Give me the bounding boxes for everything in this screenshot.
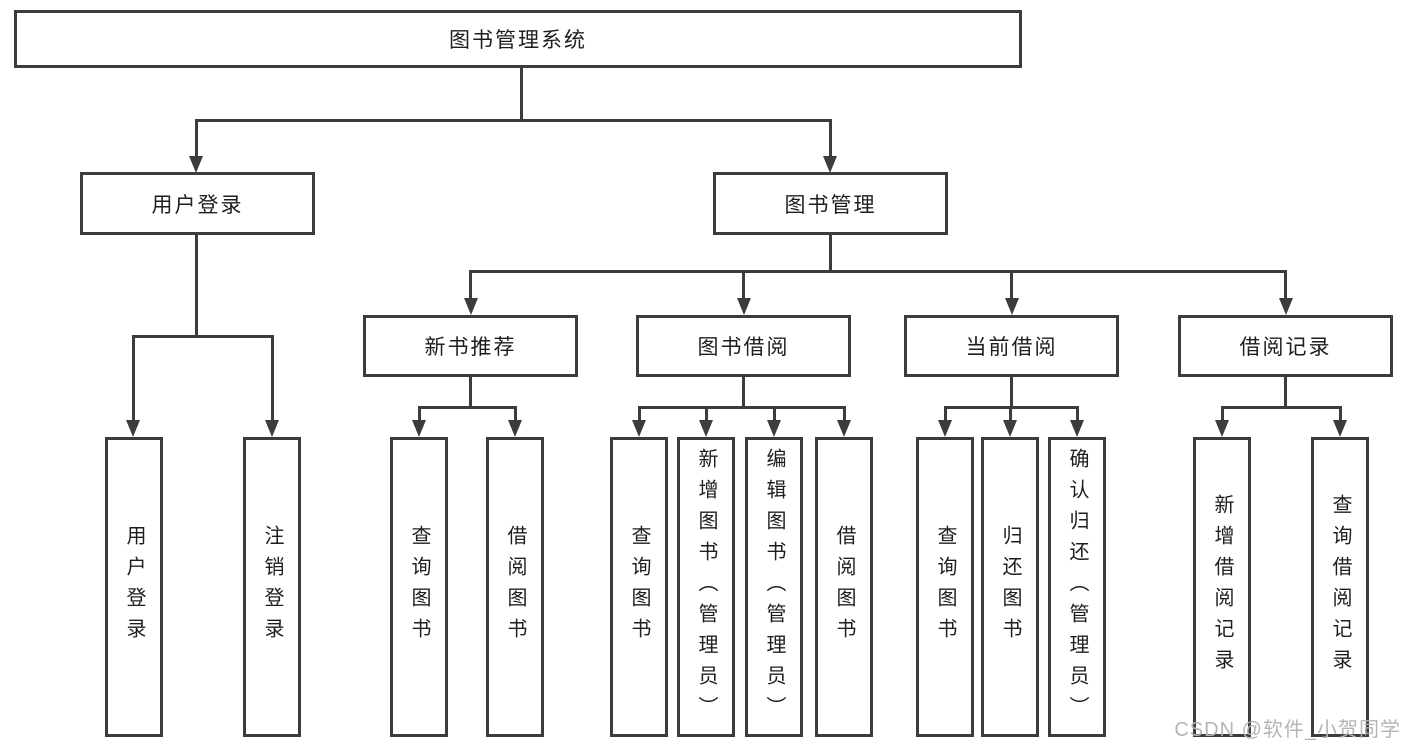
- connector-line: [514, 406, 517, 422]
- leaf-records-add-label: 新增借阅记录: [1211, 494, 1233, 680]
- connector-line: [1339, 406, 1342, 422]
- arrow-down-icon: [508, 420, 522, 437]
- leaf-records-query: 查询借阅记录: [1311, 437, 1369, 737]
- leaf-records-query-label: 查询借阅记录: [1329, 494, 1351, 680]
- connector-line: [1221, 406, 1224, 422]
- leaf-logout-label: 注销登录: [261, 525, 283, 649]
- arrow-down-icon: [1005, 298, 1019, 315]
- leaf-borrowing-query: 查询图书: [610, 437, 668, 737]
- arrow-down-icon: [412, 420, 426, 437]
- node-borrowing-label: 图书借阅: [697, 336, 790, 359]
- leaf-borrowing-borrow: 借阅图书: [815, 437, 873, 737]
- connector-line: [742, 270, 745, 300]
- leaf-borrowing-query-label: 查询图书: [628, 525, 650, 649]
- node-current: 当前借阅: [904, 315, 1119, 377]
- leaf-current-return-label: 归还图书: [999, 525, 1021, 649]
- leaf-newbooks-query-label: 查询图书: [408, 525, 430, 649]
- arrow-down-icon: [632, 420, 646, 437]
- connector-line: [705, 406, 708, 422]
- connector-line: [829, 119, 832, 160]
- arrow-down-icon: [737, 298, 751, 315]
- arrow-down-icon: [767, 420, 781, 437]
- connector-line: [638, 406, 641, 422]
- connector-line: [520, 66, 523, 122]
- connector-line: [469, 377, 472, 408]
- connector-line: [944, 406, 947, 422]
- leaf-user-login-label: 用户登录: [123, 525, 145, 649]
- node-book-mgmt: 图书管理: [713, 172, 948, 235]
- connector-line: [1010, 270, 1013, 300]
- leaf-current-return: 归还图书: [981, 437, 1039, 737]
- arrow-down-icon: [1003, 420, 1017, 437]
- connector-line: [132, 335, 135, 422]
- leaf-current-confirm-label: 确认归还（管理员）: [1066, 447, 1088, 727]
- leaf-newbooks-borrow-label: 借阅图书: [504, 525, 526, 649]
- arrow-down-icon: [464, 298, 478, 315]
- arrow-down-icon: [938, 420, 952, 437]
- connector-line: [469, 270, 472, 300]
- leaf-borrowing-add-label: 新增图书（管理员）: [695, 447, 717, 727]
- connector-line: [742, 377, 745, 408]
- connector-line: [418, 406, 421, 422]
- leaf-newbooks-borrow: 借阅图书: [486, 437, 544, 737]
- node-borrowing: 图书借阅: [636, 315, 851, 377]
- connector-line: [418, 406, 517, 409]
- node-root: 图书管理系统: [14, 10, 1022, 68]
- arrow-down-icon: [1215, 420, 1229, 437]
- arrow-down-icon: [1333, 420, 1347, 437]
- arrow-down-icon: [699, 420, 713, 437]
- arrow-down-icon: [823, 156, 837, 173]
- connector-line: [843, 406, 846, 422]
- arrow-down-icon: [837, 420, 851, 437]
- leaf-newbooks-query: 查询图书: [390, 437, 448, 737]
- arrow-down-icon: [1279, 298, 1293, 315]
- leaf-borrowing-edit-label: 编辑图书（管理员）: [763, 447, 785, 727]
- connector-line: [271, 335, 274, 422]
- node-records: 借阅记录: [1178, 315, 1393, 377]
- connector-line: [638, 406, 846, 409]
- node-book-mgmt-label: 图书管理: [784, 193, 877, 217]
- leaf-current-confirm: 确认归还（管理员）: [1048, 437, 1106, 737]
- leaf-borrowing-edit: 编辑图书（管理员）: [745, 437, 803, 737]
- arrow-down-icon: [265, 420, 279, 437]
- connector-line: [1284, 270, 1287, 300]
- leaf-borrowing-add: 新增图书（管理员）: [677, 437, 735, 737]
- watermark-text: CSDN @软件_小贺同学: [1174, 719, 1401, 741]
- leaf-records-add: 新增借阅记录: [1193, 437, 1251, 737]
- connector-line: [195, 119, 832, 122]
- leaf-user-login: 用户登录: [105, 437, 163, 737]
- connector-line: [1076, 406, 1079, 422]
- node-new-books-label: 新书推荐: [424, 336, 517, 359]
- connector-line: [773, 406, 776, 422]
- node-current-label: 当前借阅: [965, 336, 1058, 359]
- connector-line: [195, 119, 198, 160]
- connector-line: [132, 335, 274, 338]
- node-root-label: 图书管理系统: [449, 29, 587, 52]
- node-new-books: 新书推荐: [363, 315, 578, 377]
- connector-line: [1009, 406, 1012, 422]
- node-user-login-label: 用户登录: [151, 193, 244, 217]
- connector-line: [829, 235, 832, 273]
- leaf-current-query: 查询图书: [916, 437, 974, 737]
- arrow-down-icon: [189, 156, 203, 173]
- leaf-current-query-label: 查询图书: [934, 525, 956, 649]
- arrow-down-icon: [1070, 420, 1084, 437]
- leaf-borrowing-borrow-label: 借阅图书: [833, 525, 855, 649]
- connector-line: [1010, 377, 1013, 408]
- leaf-logout: 注销登录: [243, 437, 301, 737]
- connector-line: [469, 270, 1287, 273]
- node-user-login: 用户登录: [80, 172, 315, 235]
- arrow-down-icon: [126, 420, 140, 437]
- connector-line: [1284, 377, 1287, 408]
- connector-line: [195, 235, 198, 338]
- connector-line: [1221, 406, 1342, 409]
- node-records-label: 借阅记录: [1239, 336, 1332, 359]
